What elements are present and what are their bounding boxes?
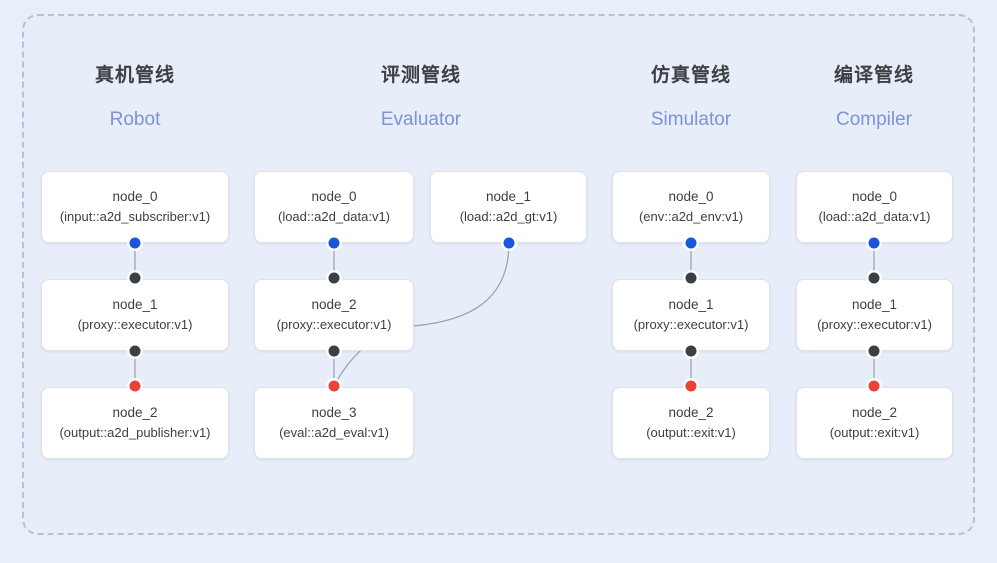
- column-title-cn-simulator: 仿真管线: [650, 65, 731, 86]
- port-input-compiler-2[interactable]: [868, 380, 880, 392]
- port-input-robot-1[interactable]: [129, 272, 141, 284]
- node-detail: (load::a2d_data:v1): [277, 209, 391, 224]
- node-name: node_1: [485, 189, 532, 204]
- port-input-simulator-1[interactable]: [685, 272, 697, 284]
- column-title-cn-compiler: 编译管线: [833, 65, 914, 86]
- node-detail: (proxy::executor:v1): [633, 317, 749, 332]
- node-simulator-0[interactable]: node_0 (env::a2d_env:v1): [612, 171, 770, 243]
- column-title-en-simulator: Simulator: [650, 109, 732, 130]
- port-output-robot-0[interactable]: [129, 237, 141, 249]
- node-name: node_2: [851, 405, 898, 420]
- port-input-compiler-1[interactable]: [868, 272, 880, 284]
- port-input-evaluator-3[interactable]: [328, 380, 340, 392]
- node-name: node_2: [112, 405, 158, 420]
- node-compiler-2[interactable]: node_2 (output::exit:v1): [796, 387, 953, 459]
- node-detail: (eval::a2d_eval:v1): [279, 425, 389, 440]
- port-input-evaluator-2[interactable]: [328, 272, 340, 284]
- column-header-simulator: 仿真管线 Simulator: [597, 60, 785, 131]
- node-evaluator-3[interactable]: node_3 (eval::a2d_eval:v1): [254, 387, 414, 459]
- port-output-evaluator-1[interactable]: [503, 237, 515, 249]
- port-output-robot-1[interactable]: [129, 345, 141, 357]
- node-evaluator-2[interactable]: node_2 (proxy::executor:v1): [254, 279, 414, 351]
- port-output-simulator-1[interactable]: [685, 345, 697, 357]
- port-output-compiler-0[interactable]: [868, 237, 880, 249]
- node-detail: (env::a2d_env:v1): [638, 209, 744, 224]
- node-name: node_0: [851, 189, 898, 204]
- node-robot-1[interactable]: node_1 (proxy::executor:v1): [41, 279, 229, 351]
- port-output-evaluator-0[interactable]: [328, 237, 340, 249]
- port-output-evaluator-2[interactable]: [328, 345, 340, 357]
- port-output-simulator-0[interactable]: [685, 237, 697, 249]
- node-detail: (load::a2d_gt:v1): [459, 209, 558, 224]
- node-simulator-1[interactable]: node_1 (proxy::executor:v1): [612, 279, 770, 351]
- column-title-cn-evaluator: 评测管线: [380, 65, 461, 86]
- node-detail: (output::a2d_publisher:v1): [59, 425, 211, 440]
- port-output-compiler-1[interactable]: [868, 345, 880, 357]
- node-detail: (proxy::executor:v1): [817, 317, 932, 332]
- node-compiler-0[interactable]: node_0 (load::a2d_data:v1): [796, 171, 953, 243]
- node-detail: (load::a2d_data:v1): [818, 209, 931, 224]
- column-title-en-evaluator: Evaluator: [380, 109, 462, 130]
- node-compiler-1[interactable]: node_1 (proxy::executor:v1): [796, 279, 953, 351]
- column-header-compiler: 编译管线 Compiler: [780, 60, 968, 131]
- node-simulator-2[interactable]: node_2 (output::exit:v1): [612, 387, 770, 459]
- column-title-en-robot: Robot: [109, 109, 161, 130]
- port-input-simulator-2[interactable]: [685, 380, 697, 392]
- node-detail: (proxy::executor:v1): [276, 317, 392, 332]
- node-detail: (input::a2d_subscriber:v1): [59, 209, 211, 224]
- node-robot-2[interactable]: node_2 (output::a2d_publisher:v1): [41, 387, 229, 459]
- node-detail: (proxy::executor:v1): [77, 317, 193, 332]
- node-name: node_1: [668, 297, 714, 312]
- node-evaluator-0[interactable]: node_0 (load::a2d_data:v1): [254, 171, 414, 243]
- column-header-evaluator: 评测管线 Evaluator: [327, 60, 515, 131]
- node-name: node_2: [311, 297, 357, 312]
- port-input-robot-2[interactable]: [129, 380, 141, 392]
- node-name: node_0: [112, 189, 158, 204]
- node-name: node_2: [668, 405, 714, 420]
- column-title-cn-robot: 真机管线: [94, 65, 175, 86]
- column-title-en-compiler: Compiler: [835, 109, 913, 130]
- node-name: node_1: [851, 297, 898, 312]
- node-name: node_3: [311, 405, 357, 420]
- column-header-robot: 真机管线 Robot: [41, 60, 229, 131]
- node-name: node_1: [112, 297, 158, 312]
- node-name: node_0: [311, 189, 357, 204]
- node-evaluator-1[interactable]: node_1 (load::a2d_gt:v1): [430, 171, 587, 243]
- node-robot-0[interactable]: node_0 (input::a2d_subscriber:v1): [41, 171, 229, 243]
- node-detail: (output::exit:v1): [829, 425, 920, 440]
- node-name: node_0: [668, 189, 714, 204]
- node-detail: (output::exit:v1): [646, 425, 736, 440]
